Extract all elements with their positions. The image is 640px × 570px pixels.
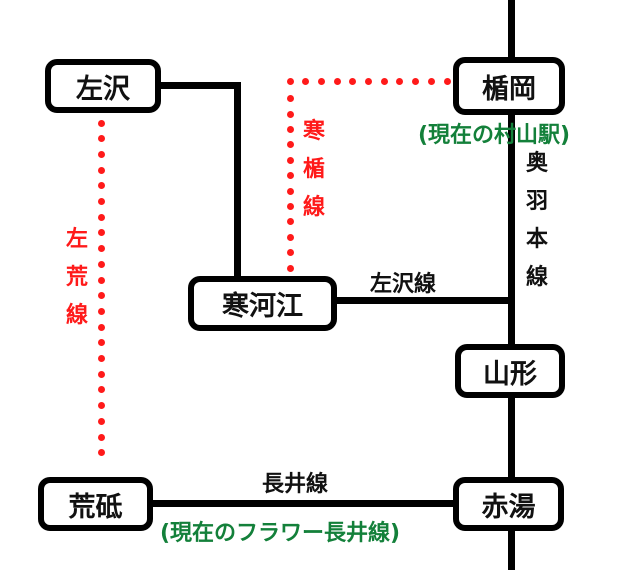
kanjun-line-dot — [427, 77, 435, 85]
saara-line-dot — [97, 260, 105, 268]
saara-line-dot — [97, 150, 105, 158]
kanjun-line-dot — [333, 77, 341, 85]
saara-line-dot — [97, 370, 105, 378]
kanjun-line-dot — [443, 77, 451, 85]
saara-line-dot — [97, 433, 105, 441]
kanjun-line-dot — [396, 77, 404, 85]
kanjun-line-dot — [380, 77, 388, 85]
kanjun-line-dot — [412, 77, 420, 85]
label-char: 線 — [303, 195, 326, 220]
station-tateoka[interactable]: 楯岡 — [453, 57, 565, 115]
kanjun-line-dot — [302, 77, 310, 85]
saara-line-dot — [97, 135, 105, 143]
saara-line-dot — [97, 323, 105, 331]
saara-line-dot — [97, 339, 105, 347]
station-name: 楯岡 — [482, 73, 536, 105]
saara-line-dot — [97, 307, 105, 315]
kanjun-line-dot — [286, 77, 294, 85]
saara-line-dot — [97, 229, 105, 237]
label-char: 羽 — [526, 189, 549, 214]
label-char: 寒 — [303, 119, 326, 144]
station-name: 寒河江 — [222, 291, 303, 322]
aterazawa-line-segment-2 — [234, 82, 241, 280]
saara-line-dot — [97, 198, 105, 205]
station-aterazawa[interactable]: 左沢 — [45, 59, 161, 113]
kanjun-line-label: 寒 楯 線 — [303, 121, 325, 235]
station-arato[interactable]: 荒砥 — [38, 477, 153, 531]
saara-line-dot — [97, 292, 105, 300]
kanjun-line-dot — [286, 95, 294, 103]
station-name: 左沢 — [76, 73, 130, 105]
saara-line-dot — [97, 276, 105, 284]
kanjun-line-dot — [317, 77, 325, 85]
kanjun-line-dot — [349, 77, 357, 85]
kanjun-line-dot — [286, 218, 294, 226]
saara-line-dot — [97, 386, 105, 394]
label-char: 左 — [66, 227, 89, 252]
label-char: 荒 — [66, 265, 89, 290]
saara-line-dot — [97, 166, 105, 174]
saara-line-dot — [97, 402, 105, 410]
nagai-current-note: (現在のフラワー長井線) — [160, 521, 401, 546]
station-yamagata[interactable]: 山形 — [455, 344, 565, 398]
kanjun-line-dot — [286, 156, 294, 164]
kanjun-line-dot — [286, 249, 294, 257]
ou-main-line — [508, 0, 515, 570]
kanjun-line-dot — [365, 77, 372, 85]
station-sagae[interactable]: 寒河江 — [188, 276, 337, 331]
kanjun-line-dot — [286, 264, 294, 272]
label-char: 奥 — [526, 151, 549, 176]
label-char: 線 — [66, 303, 89, 328]
saara-line-dot — [97, 182, 105, 190]
saara-line-dot — [97, 417, 105, 425]
ou-main-line-label: 奥 羽 本 線 — [526, 153, 548, 305]
saara-line-dot — [97, 119, 105, 127]
tateoka-current-note: (現在の村山駅) — [418, 123, 571, 148]
saara-line-dot — [97, 449, 105, 457]
saara-line-label: 左 荒 線 — [66, 229, 88, 343]
station-name: 荒砥 — [68, 491, 123, 523]
nagai-line-label: 長井線 — [262, 472, 329, 497]
label-char: 線 — [526, 265, 549, 290]
station-akayu[interactable]: 赤湯 — [453, 477, 564, 531]
station-name: 山形 — [483, 358, 537, 390]
aterazawa-line-segment-3 — [334, 297, 512, 304]
kanjun-line-dot — [286, 233, 294, 241]
kanjun-line-dot — [286, 125, 294, 133]
label-char: 本 — [526, 227, 549, 252]
station-name: 赤湯 — [481, 491, 536, 523]
kanjun-line-dot — [286, 172, 294, 180]
aterazawa-line-label: 左沢線 — [370, 272, 437, 297]
kanjun-line-dot — [286, 110, 294, 118]
kanjun-line-dot — [286, 187, 294, 195]
nagai-line — [150, 500, 456, 507]
label-char: 楯 — [303, 157, 326, 182]
kanjun-line-dot — [286, 141, 294, 149]
kanjun-line-dot — [286, 202, 294, 210]
saara-line-dot — [97, 213, 105, 221]
aterazawa-line-segment-1 — [158, 82, 240, 89]
saara-line-dot — [97, 245, 105, 253]
saara-line-dot — [97, 355, 105, 362]
